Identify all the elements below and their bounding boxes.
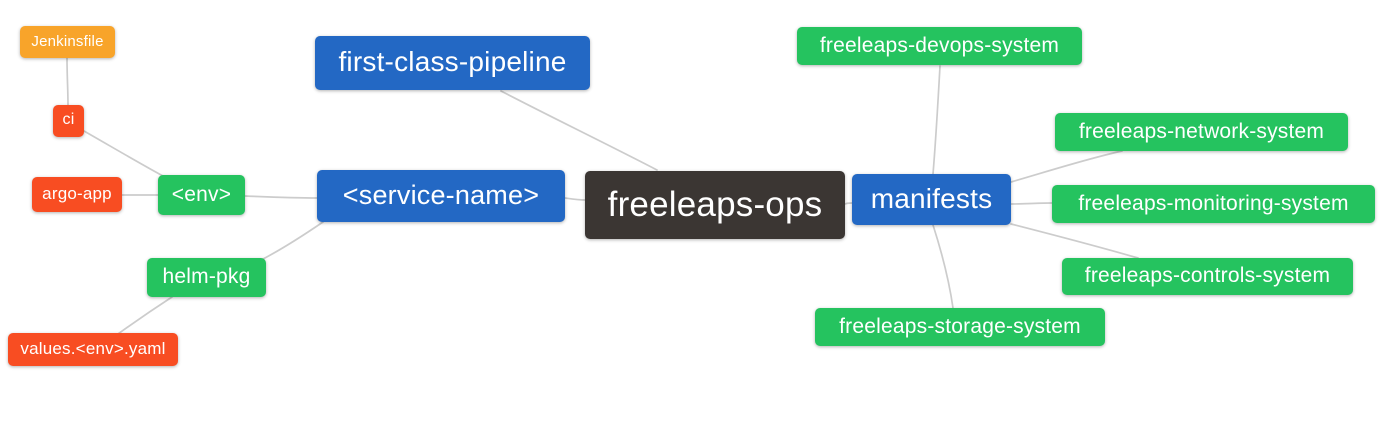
node-values-env-yaml[interactable]: values.<env>.yaml (8, 333, 178, 366)
node-freeleaps-devops-system[interactable]: freeleaps-devops-system (797, 27, 1082, 65)
node-freeleaps-network-system[interactable]: freeleaps-network-system (1055, 113, 1348, 151)
node-helm-pkg[interactable]: helm-pkg (147, 258, 266, 297)
edge-freeleaps-ops-to-manifests (844, 202, 853, 205)
node-label: values.<env>.yaml (20, 339, 166, 358)
node-freeleaps-storage-system[interactable]: freeleaps-storage-system (815, 308, 1105, 346)
node-label: freeleaps-ops (607, 184, 823, 224)
node-jenkinsfile[interactable]: Jenkinsfile (20, 26, 115, 58)
node-label: <service-name> (342, 179, 540, 210)
edge-jenkinsfile-to-ci (66, 57, 69, 106)
node-label: manifests (870, 182, 993, 214)
edge-ci-to-env (83, 130, 164, 177)
node-first-class-pipeline[interactable]: first-class-pipeline (315, 36, 590, 90)
node-freeleaps-ops[interactable]: freeleaps-ops (585, 171, 845, 239)
node-service-name[interactable]: <service-name> (317, 170, 565, 222)
node-label: freeleaps-controls-system (1084, 264, 1331, 287)
node-ci[interactable]: ci (53, 105, 84, 137)
edge-manifests-to-freeleaps-monitoring-system (1010, 202, 1053, 205)
node-env[interactable]: <env> (158, 175, 245, 215)
node-label: freeleaps-storage-system (839, 314, 1081, 338)
edge-manifests-to-freeleaps-controls-system (1010, 223, 1139, 259)
node-label: freeleaps-network-system (1078, 119, 1325, 143)
edge-manifests-to-freeleaps-network-system (1010, 150, 1123, 183)
edge-manifests-to-freeleaps-storage-system (932, 224, 954, 309)
node-freeleaps-monitoring-system[interactable]: freeleaps-monitoring-system (1052, 185, 1375, 223)
node-label: freeleaps-devops-system (819, 33, 1060, 57)
node-label: Jenkinsfile (31, 32, 104, 50)
edge-service-name-to-helm-pkg (262, 221, 324, 260)
node-label: freeleaps-monitoring-system (1078, 191, 1349, 215)
node-freeleaps-controls-system[interactable]: freeleaps-controls-system (1062, 258, 1353, 295)
node-label: ci (62, 111, 75, 128)
node-label: first-class-pipeline (338, 46, 567, 77)
edge-helm-pkg-to-values-env-yaml (117, 296, 173, 335)
edge-first-class-pipeline-to-freeleaps-ops (500, 90, 658, 171)
node-label: <env> (171, 182, 232, 206)
edge-env-to-service-name (244, 195, 318, 199)
node-argo-app[interactable]: argo-app (32, 177, 122, 212)
edge-manifests-to-freeleaps-devops-system (932, 65, 941, 175)
node-label: argo-app (42, 184, 112, 203)
node-label: helm-pkg (162, 265, 251, 288)
node-manifests[interactable]: manifests (852, 174, 1011, 225)
edge-service-name-to-freeleaps-ops (564, 197, 586, 201)
